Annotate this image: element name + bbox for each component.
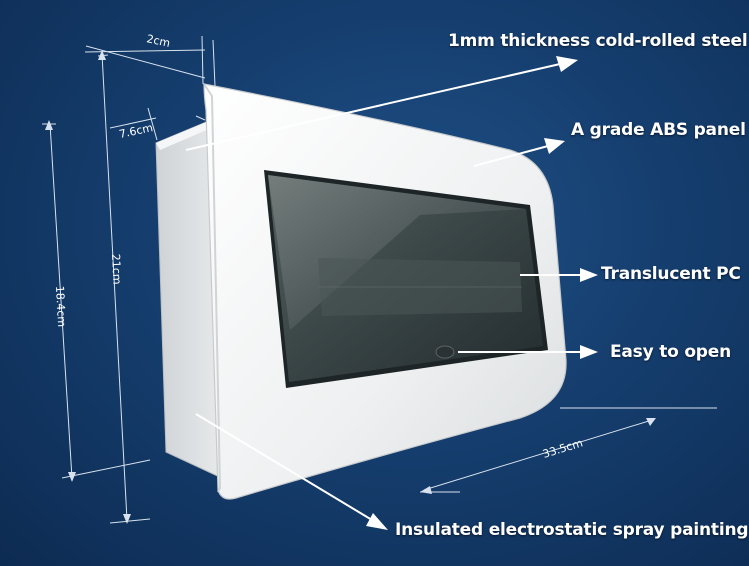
dim-inner-height: 18.4cm <box>53 285 68 327</box>
callout-cold-rolled-steel: 1mm thickness cold-rolled steel <box>448 31 748 51</box>
callout-arrows <box>185 56 598 530</box>
dim-frame-depth: 2cm <box>145 32 171 50</box>
callout-abs-panel: A grade ABS panel <box>571 120 746 140</box>
dim-width: 33.5cm <box>541 436 584 460</box>
dimension-lines <box>42 35 717 524</box>
dim-box-depth: 7.6cm <box>118 121 154 141</box>
callout-spray-painting: Insulated electrostatic spray painting <box>395 520 749 540</box>
callout-translucent-pc: Translucent PC <box>601 264 741 284</box>
latch-knob <box>435 345 455 359</box>
dim-outer-height: 21cm <box>109 253 124 284</box>
translucent-pc-window <box>264 170 548 388</box>
dimension-arrowheads <box>45 50 656 524</box>
callout-easy-to-open: Easy to open <box>610 342 732 362</box>
